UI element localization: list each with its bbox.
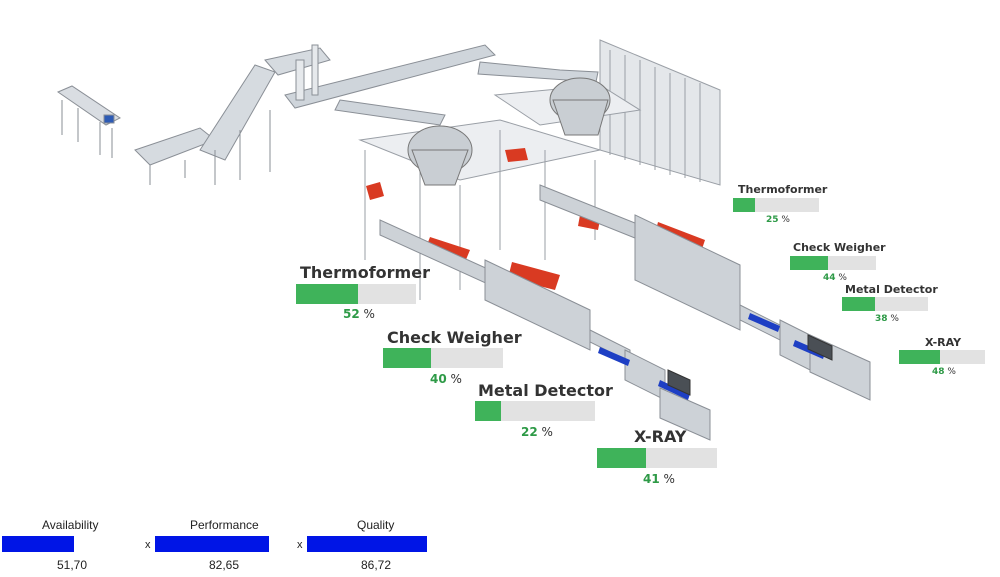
progress-fill — [733, 198, 755, 212]
progress-bar — [383, 348, 503, 368]
kpi-unit: % — [663, 472, 675, 486]
quality-value: 86,72 — [361, 558, 392, 572]
progress-bar — [899, 350, 985, 364]
kpi-unit: % — [890, 314, 899, 324]
kpi-unit: % — [450, 372, 462, 386]
kpi-percent: 44 % — [823, 273, 847, 283]
progress-bar — [475, 401, 595, 421]
kpi-label: Metal Detector — [478, 381, 613, 400]
kpi-value: 41 — [643, 472, 660, 486]
kpi-percent: 48 % — [932, 367, 956, 377]
quality-bar — [307, 536, 427, 552]
kpi-label: Check Weigher — [387, 328, 522, 347]
kpi-value: 22 — [521, 425, 538, 439]
kpi-label: X-RAY — [634, 427, 687, 446]
availability-bar — [2, 536, 74, 552]
progress-bar — [842, 297, 928, 311]
kpi-value: 25 — [766, 215, 779, 225]
progress-fill — [475, 401, 502, 421]
availability-label: Availability — [42, 518, 99, 532]
progress-bar — [597, 448, 717, 468]
progress-bar — [296, 284, 416, 304]
kpi-label: Check Weigher — [793, 241, 886, 254]
progress-fill — [899, 350, 941, 364]
availability-value: 51,70 — [57, 558, 88, 572]
kpi-value: 48 — [932, 367, 945, 377]
progress-fill — [383, 348, 431, 368]
performance-value: 82,65 — [209, 558, 240, 572]
kpi-unit: % — [947, 367, 956, 377]
kpi-value: 52 — [343, 307, 360, 321]
kpi-value: 38 — [875, 314, 888, 324]
progress-bar — [733, 198, 819, 212]
kpi-label: X-RAY — [925, 336, 962, 349]
kpi-value: 44 — [823, 273, 836, 283]
kpi-label: Metal Detector — [845, 283, 938, 296]
performance-bar — [155, 536, 269, 552]
kpi-unit: % — [781, 215, 790, 225]
multiply-sign: x — [297, 539, 303, 551]
kpi-unit: % — [363, 307, 375, 321]
infeed-conveyor — [56, 85, 121, 158]
progress-fill — [597, 448, 647, 468]
packaging-line-2 — [539, 184, 871, 401]
kpi-percent: 25 % — [766, 215, 790, 225]
multiply-sign: x — [145, 539, 151, 551]
xray-units — [667, 334, 833, 396]
kpi-unit: % — [541, 425, 553, 439]
overhead-conveyor — [284, 44, 599, 126]
performance-label: Performance — [190, 518, 259, 532]
progress-fill — [842, 297, 875, 311]
kpi-label: Thermoformer — [738, 183, 828, 196]
kpi-percent: 52 % — [343, 307, 375, 321]
multihead-weighers — [407, 77, 611, 186]
kpi-percent: 38 % — [875, 314, 899, 324]
packaging-line-1 — [379, 219, 711, 441]
kpi-percent: 40 % — [430, 372, 462, 386]
kpi-percent: 22 % — [521, 425, 553, 439]
kpi-label: Thermoformer — [300, 263, 430, 282]
kpi-value: 40 — [430, 372, 447, 386]
progress-bar — [790, 256, 876, 270]
kpi-unit: % — [838, 273, 847, 283]
kpi-percent: 41 % — [643, 472, 675, 486]
quality-label: Quality — [357, 518, 395, 532]
progress-fill — [296, 284, 359, 304]
progress-fill — [790, 256, 828, 270]
